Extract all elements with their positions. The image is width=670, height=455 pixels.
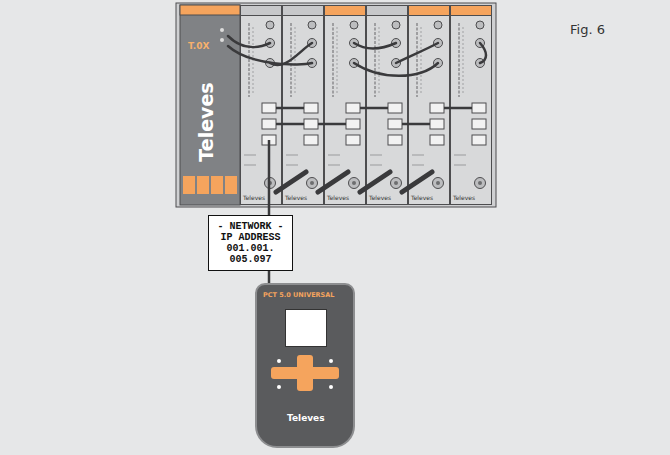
screen bbox=[285, 309, 327, 347]
brand-mark: Televes bbox=[327, 194, 349, 201]
key-dot bbox=[277, 385, 281, 389]
drawing-path bbox=[354, 63, 438, 76]
drawing-line bbox=[402, 172, 432, 192]
drawing-path bbox=[270, 43, 312, 65]
drawing-line bbox=[360, 172, 390, 192]
psu-orange-block bbox=[211, 176, 223, 194]
psu-orange-block bbox=[197, 176, 209, 194]
keypad-bar bbox=[297, 355, 313, 391]
rack-frame bbox=[176, 3, 496, 207]
psu-orange-block bbox=[225, 176, 237, 194]
display-box: - NETWORK - IP ADDRESS 001.001. 005.097 bbox=[208, 215, 293, 271]
display-text: - NETWORK - IP ADDRESS 001.001. 005.097 bbox=[216, 221, 285, 265]
brand-mark: Televes bbox=[285, 194, 307, 201]
key-dot bbox=[329, 385, 333, 389]
coax-bridge-cables bbox=[276, 172, 432, 192]
drawing-line bbox=[402, 123, 430, 126]
drawing-line bbox=[318, 172, 348, 192]
drawing-line bbox=[444, 107, 472, 110]
module bbox=[451, 6, 492, 205]
drawing-path bbox=[354, 43, 396, 48]
cable-connector bbox=[268, 271, 271, 283]
drawing-path bbox=[228, 36, 270, 47]
cable-connector bbox=[268, 205, 271, 215]
rf-loop-cables bbox=[228, 36, 486, 76]
amplifier-module: Televes bbox=[240, 5, 282, 205]
model-name: PCT 5.0 UNIVERSAL bbox=[263, 291, 334, 299]
drawing-path bbox=[228, 46, 312, 64]
brand-mark: Televes bbox=[243, 194, 265, 201]
drawing-line bbox=[276, 107, 304, 110]
brand-logo: Televes bbox=[195, 82, 217, 161]
key-dot bbox=[329, 359, 333, 363]
power-supply-body bbox=[180, 5, 240, 205]
brand-mark: Televes bbox=[369, 194, 391, 201]
psu-led bbox=[220, 38, 224, 42]
module bbox=[241, 6, 282, 205]
power-supply-module: T.0X Televes bbox=[180, 5, 240, 205]
drawing-line bbox=[360, 107, 388, 110]
figure-number: Fig. 6 bbox=[570, 22, 605, 37]
brand-mark: Televes bbox=[453, 194, 475, 201]
psu-orange-block bbox=[183, 176, 195, 194]
brand-mark: Televes bbox=[287, 413, 325, 423]
drawing-line bbox=[318, 123, 346, 126]
psu-led bbox=[220, 28, 224, 32]
network-cable-stub bbox=[268, 140, 271, 205]
drawing-line bbox=[276, 172, 306, 192]
model-mark: T.0X bbox=[188, 41, 209, 51]
rj45-link-cables bbox=[276, 108, 472, 124]
drawing-path bbox=[396, 43, 438, 63]
power-supply-top bbox=[180, 5, 240, 15]
brand-mark: Televes bbox=[411, 194, 433, 201]
handheld-programmer: PCT 5.0 UNIVERSAL Televes bbox=[255, 283, 355, 448]
drawing-path bbox=[480, 43, 486, 63]
drawing-line bbox=[276, 123, 304, 126]
key-dot bbox=[277, 359, 281, 363]
